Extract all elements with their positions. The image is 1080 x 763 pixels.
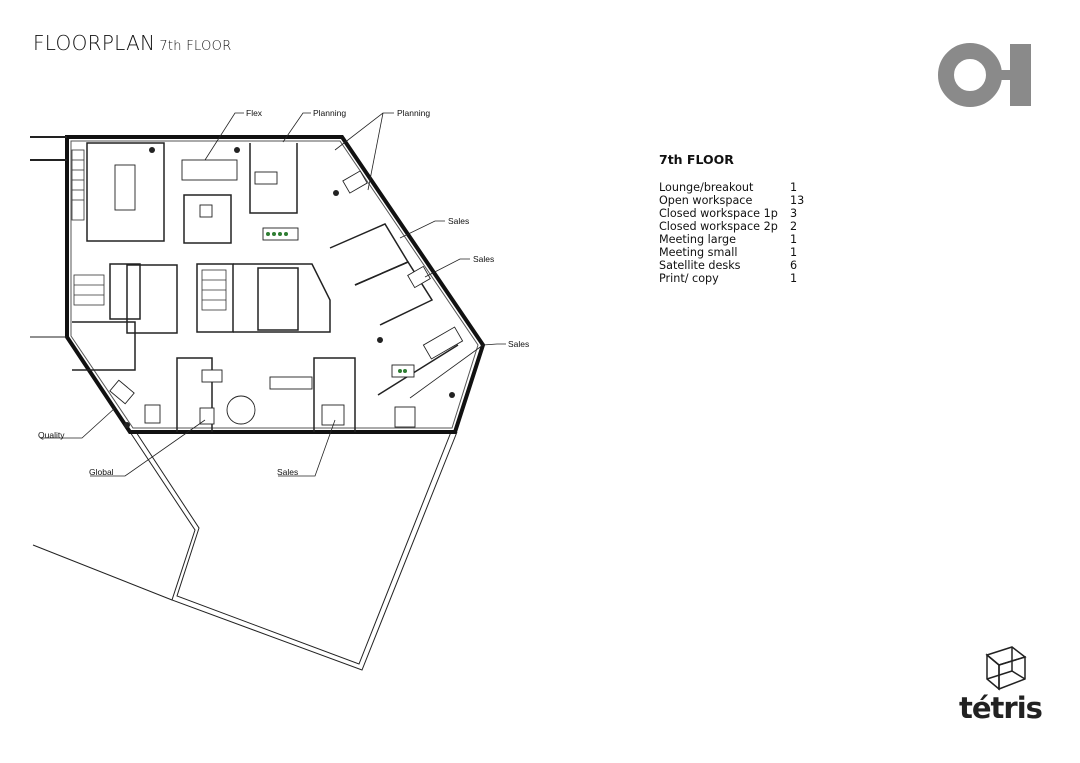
legend-label: Meeting large	[659, 233, 737, 246]
legend-row: Closed workspace 1p 3	[659, 207, 804, 220]
legend-row: Lounge/breakout 1	[659, 181, 804, 194]
legend-label: Closed workspace 1p	[659, 207, 778, 220]
legend-count: 1	[790, 233, 798, 246]
tetris-wordmark: tétris	[959, 691, 1043, 725]
legend-count: 1	[790, 272, 798, 285]
title-floor: 7th FLOOR	[159, 39, 232, 54]
title-main: FLOORPLAN	[33, 31, 156, 55]
building-shell	[30, 135, 486, 434]
legend-row: Open workspace 13	[659, 194, 804, 207]
label-planning-2: Planning	[397, 108, 430, 118]
columns	[124, 147, 455, 428]
legend-label: Open workspace	[659, 194, 753, 207]
legend-row: Satellite desks 6	[659, 259, 804, 272]
stairs	[71, 149, 227, 311]
label-global: Global	[89, 467, 114, 477]
o-i-logo	[938, 43, 1031, 107]
legend-row: Meeting small 1	[659, 246, 804, 259]
legend-label: Meeting small	[659, 246, 738, 259]
label-sales-3: Sales	[508, 339, 529, 349]
legend-label: Print/ copy	[659, 272, 719, 285]
cube-icon	[985, 646, 1027, 691]
legend-row: Closed workspace 2p 2	[659, 220, 804, 233]
label-quality: Quality	[38, 430, 65, 440]
legend-count: 1	[790, 246, 798, 259]
plants	[266, 232, 407, 373]
legend-row: Print/ copy 1	[659, 272, 804, 285]
legend-label: Satellite desks	[659, 259, 741, 272]
interior-walls	[72, 142, 459, 432]
leader-lines	[40, 112, 506, 477]
label-planning-1: Planning	[313, 108, 346, 118]
legend-count: 2	[790, 220, 798, 233]
legend-label: Closed workspace 2p	[659, 220, 778, 233]
label-flex: Flex	[246, 108, 263, 118]
legend-count: 13	[790, 194, 805, 207]
legend-count: 3	[790, 207, 798, 220]
legend-count: 1	[790, 181, 798, 194]
legend-count: 6	[790, 259, 798, 272]
legend-title: 7th FLOOR	[659, 152, 734, 167]
label-sales-4: Sales	[277, 467, 298, 477]
label-sales-2: Sales	[473, 254, 494, 264]
legend-label: Lounge/breakout	[659, 181, 754, 194]
furniture	[109, 159, 464, 428]
site-outline	[32, 431, 458, 671]
legend-row: Meeting large 1	[659, 233, 804, 246]
label-sales-1: Sales	[448, 216, 469, 226]
